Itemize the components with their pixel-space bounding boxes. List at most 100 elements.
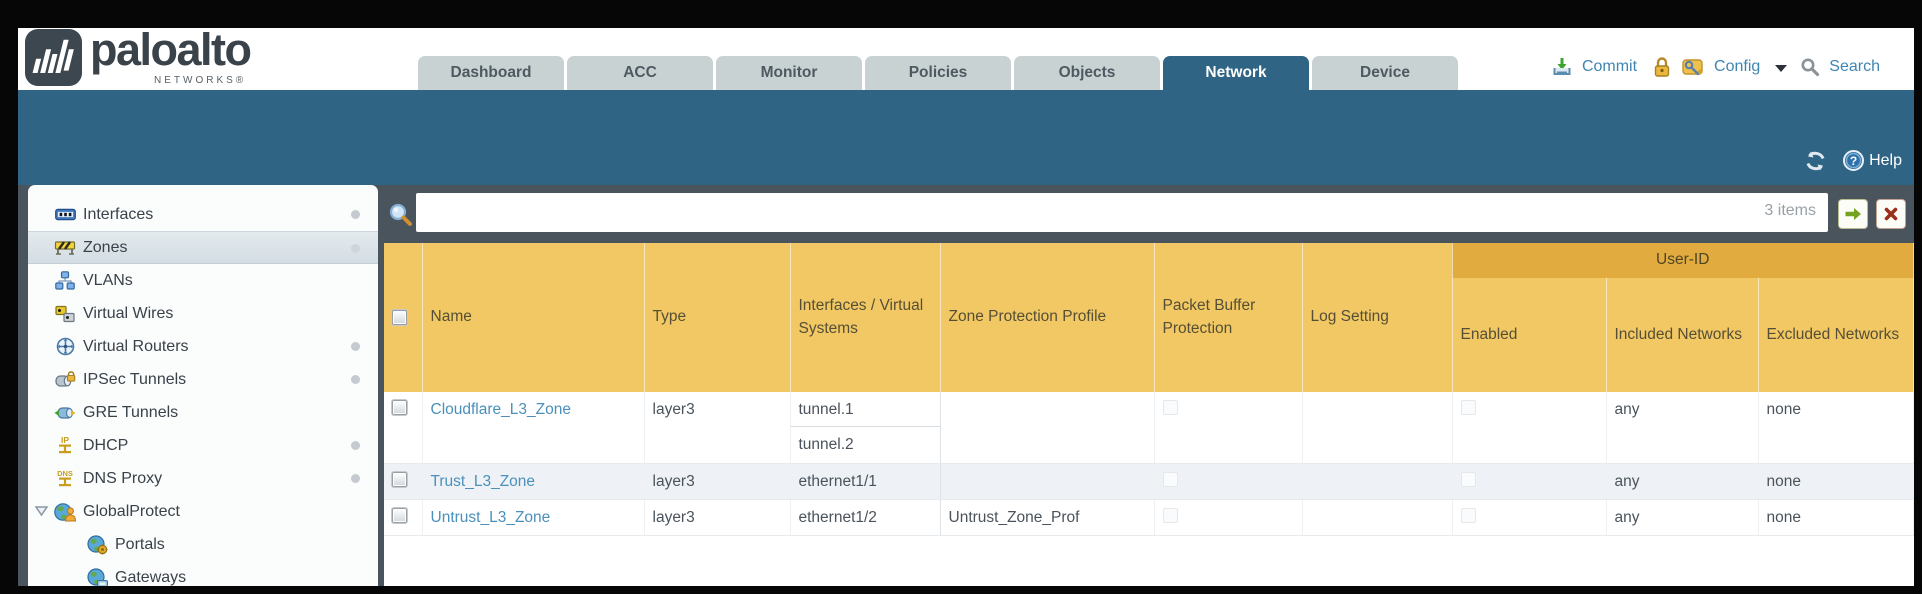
status-dot xyxy=(351,375,360,384)
status-dot xyxy=(351,474,360,483)
sidebar-item-gateways[interactable]: Gateways xyxy=(28,561,378,586)
col-header-packet-buffer-protection[interactable]: Packet Buffer Protection xyxy=(1154,243,1303,392)
zone-protection-cell: Untrust_Zone_Prof xyxy=(940,499,1155,536)
sidebar-item-globalprotect[interactable]: GlobalProtect xyxy=(28,495,378,528)
userid-enabled-checkbox[interactable] xyxy=(1460,400,1476,415)
sidebar-item-dhcp[interactable]: IP DHCP xyxy=(28,429,378,462)
paloalto-logo-icon xyxy=(25,29,82,86)
log-setting-cell xyxy=(1302,463,1453,500)
packet-buffer-checkbox[interactable] xyxy=(1162,507,1178,523)
zone-interfaces-cell: ethernet1/2 xyxy=(789,499,941,536)
status-dot xyxy=(351,210,360,219)
commit-icon xyxy=(1551,56,1573,78)
sidebar-item-virtual-wires[interactable]: Virtual Wires xyxy=(28,297,378,330)
included-networks-cell: any xyxy=(1606,499,1759,536)
col-header-log-setting[interactable]: Log Setting xyxy=(1302,243,1453,392)
help-icon[interactable]: ? xyxy=(1842,149,1865,172)
col-header-interfaces[interactable]: Interfaces / Virtual Systems xyxy=(790,243,941,392)
zone-type-cell: layer3 xyxy=(644,499,791,536)
refresh-icon[interactable] xyxy=(1803,150,1828,172)
status-dot xyxy=(351,441,360,450)
sidebar-item-label: Interfaces xyxy=(83,205,154,223)
userid-enabled-checkbox[interactable] xyxy=(1460,471,1476,487)
item-count-label: 3 items xyxy=(1764,202,1816,219)
search-link[interactable]: Search xyxy=(1829,58,1880,75)
tab-policies[interactable]: Policies xyxy=(865,56,1011,90)
tab-acc[interactable]: ACC xyxy=(567,56,713,90)
main-nav-tabs: Dashboard ACC Monitor Policies Objects N… xyxy=(418,56,1458,90)
interface-entry: ethernet1/2 xyxy=(798,508,877,526)
packet-buffer-checkbox[interactable] xyxy=(1162,471,1178,487)
config-link[interactable]: Config xyxy=(1714,58,1761,75)
zone-interfaces-cell: ethernet1/1 xyxy=(789,463,941,500)
sidebar-item-gre-tunnels[interactable]: GRE Tunnels xyxy=(28,396,378,429)
sidebar-item-label: Virtual Routers xyxy=(83,337,189,355)
expander-triangle-icon[interactable] xyxy=(34,504,49,518)
zone-type-cell: layer3 xyxy=(644,463,791,500)
zone-name-link[interactable]: Cloudflare_L3_Zone xyxy=(430,401,571,418)
top-action-links: Commit Config xyxy=(1551,56,1886,78)
select-all-checkbox[interactable] xyxy=(392,310,407,325)
sidebar-item-label: IPSec Tunnels xyxy=(83,370,187,388)
tab-monitor[interactable]: Monitor xyxy=(716,56,862,90)
sidebar-item-ipsec-tunnels[interactable]: IPSec Tunnels xyxy=(28,363,378,396)
tab-objects[interactable]: Objects xyxy=(1014,56,1160,90)
main-region: Interfaces Zones xyxy=(18,185,1914,586)
sidebar-item-zones[interactable]: Zones xyxy=(28,231,378,264)
zones-table: Name Type Interfaces / Virtual Systems Z… xyxy=(384,243,1914,536)
sidebar-item-label: GRE Tunnels xyxy=(83,403,179,421)
table-row: Untrust_L3_Zone layer3 ethernet1/2 Untru… xyxy=(384,499,1914,536)
col-header-excluded-networks[interactable]: Excluded Networks xyxy=(1758,278,1914,392)
zone-name-link[interactable]: Untrust_L3_Zone xyxy=(430,508,551,526)
config-icon xyxy=(1681,56,1705,78)
sidebar-item-label: Gateways xyxy=(115,568,187,586)
interfaces-icon xyxy=(54,205,76,225)
sidebar-item-vlans[interactable]: VLANs xyxy=(28,264,378,297)
row-checkbox[interactable] xyxy=(392,471,407,487)
col-header-type[interactable]: Type xyxy=(644,243,791,392)
chevron-down-icon[interactable] xyxy=(1775,64,1788,72)
svg-text:IP: IP xyxy=(61,435,69,445)
top-bar: paloalto NETWORKS® Dashboard ACC Monitor… xyxy=(18,24,1914,90)
dhcp-icon: IP xyxy=(54,435,76,456)
zones-icon xyxy=(54,238,76,258)
interface-entry: tunnel.1 xyxy=(790,392,940,427)
tab-dashboard[interactable]: Dashboard xyxy=(418,56,564,90)
virtual-routers-icon xyxy=(54,337,76,357)
tab-network[interactable]: Network xyxy=(1163,56,1309,90)
row-checkbox[interactable] xyxy=(392,400,407,415)
gre-tunnels-icon xyxy=(54,403,76,423)
sidebar-item-label: Portals xyxy=(115,535,165,553)
sidebar-item-label: GlobalProtect xyxy=(83,502,180,520)
filter-input[interactable] xyxy=(416,193,1828,232)
col-header-zone-protection-profile[interactable]: Zone Protection Profile xyxy=(940,243,1155,392)
help-link[interactable]: Help xyxy=(1869,151,1902,169)
sidebar-item-virtual-routers[interactable]: Virtual Routers xyxy=(28,330,378,363)
col-header-name[interactable]: Name xyxy=(422,243,645,392)
tab-device[interactable]: Device xyxy=(1312,56,1458,90)
row-checkbox[interactable] xyxy=(392,507,407,523)
ipsec-tunnels-icon xyxy=(54,370,76,390)
commit-link[interactable]: Commit xyxy=(1581,58,1638,75)
globalprotect-icon xyxy=(54,502,76,522)
zone-name-link[interactable]: Trust_L3_Zone xyxy=(430,472,536,490)
clear-filter-button[interactable] xyxy=(1876,199,1906,229)
sidebar-item-label: VLANs xyxy=(83,271,133,289)
gateways-icon xyxy=(86,567,108,586)
sidebar-item-portals[interactable]: Portals xyxy=(28,528,378,561)
sidebar-item-dns-proxy[interactable]: DNS DNS Proxy xyxy=(28,462,378,495)
interface-entry: ethernet1/1 xyxy=(798,472,877,490)
apply-filter-button[interactable] xyxy=(1838,199,1868,229)
sidebar-item-interfaces[interactable]: Interfaces xyxy=(28,198,378,231)
col-header-enabled[interactable]: Enabled xyxy=(1452,278,1607,392)
col-header-included-networks[interactable]: Included Networks xyxy=(1606,278,1759,392)
log-setting-cell xyxy=(1302,392,1453,464)
zone-protection-cell xyxy=(940,463,1155,500)
log-setting-cell xyxy=(1302,499,1453,536)
userid-enabled-checkbox[interactable] xyxy=(1460,507,1476,523)
network-sidebar: Interfaces Zones xyxy=(28,185,378,586)
filter-input-wrap: 3 items xyxy=(416,193,1828,232)
included-networks-cell: any xyxy=(1606,463,1759,500)
packet-buffer-checkbox[interactable] xyxy=(1162,400,1178,415)
brand-networks-label: NETWORKS® xyxy=(154,75,247,86)
